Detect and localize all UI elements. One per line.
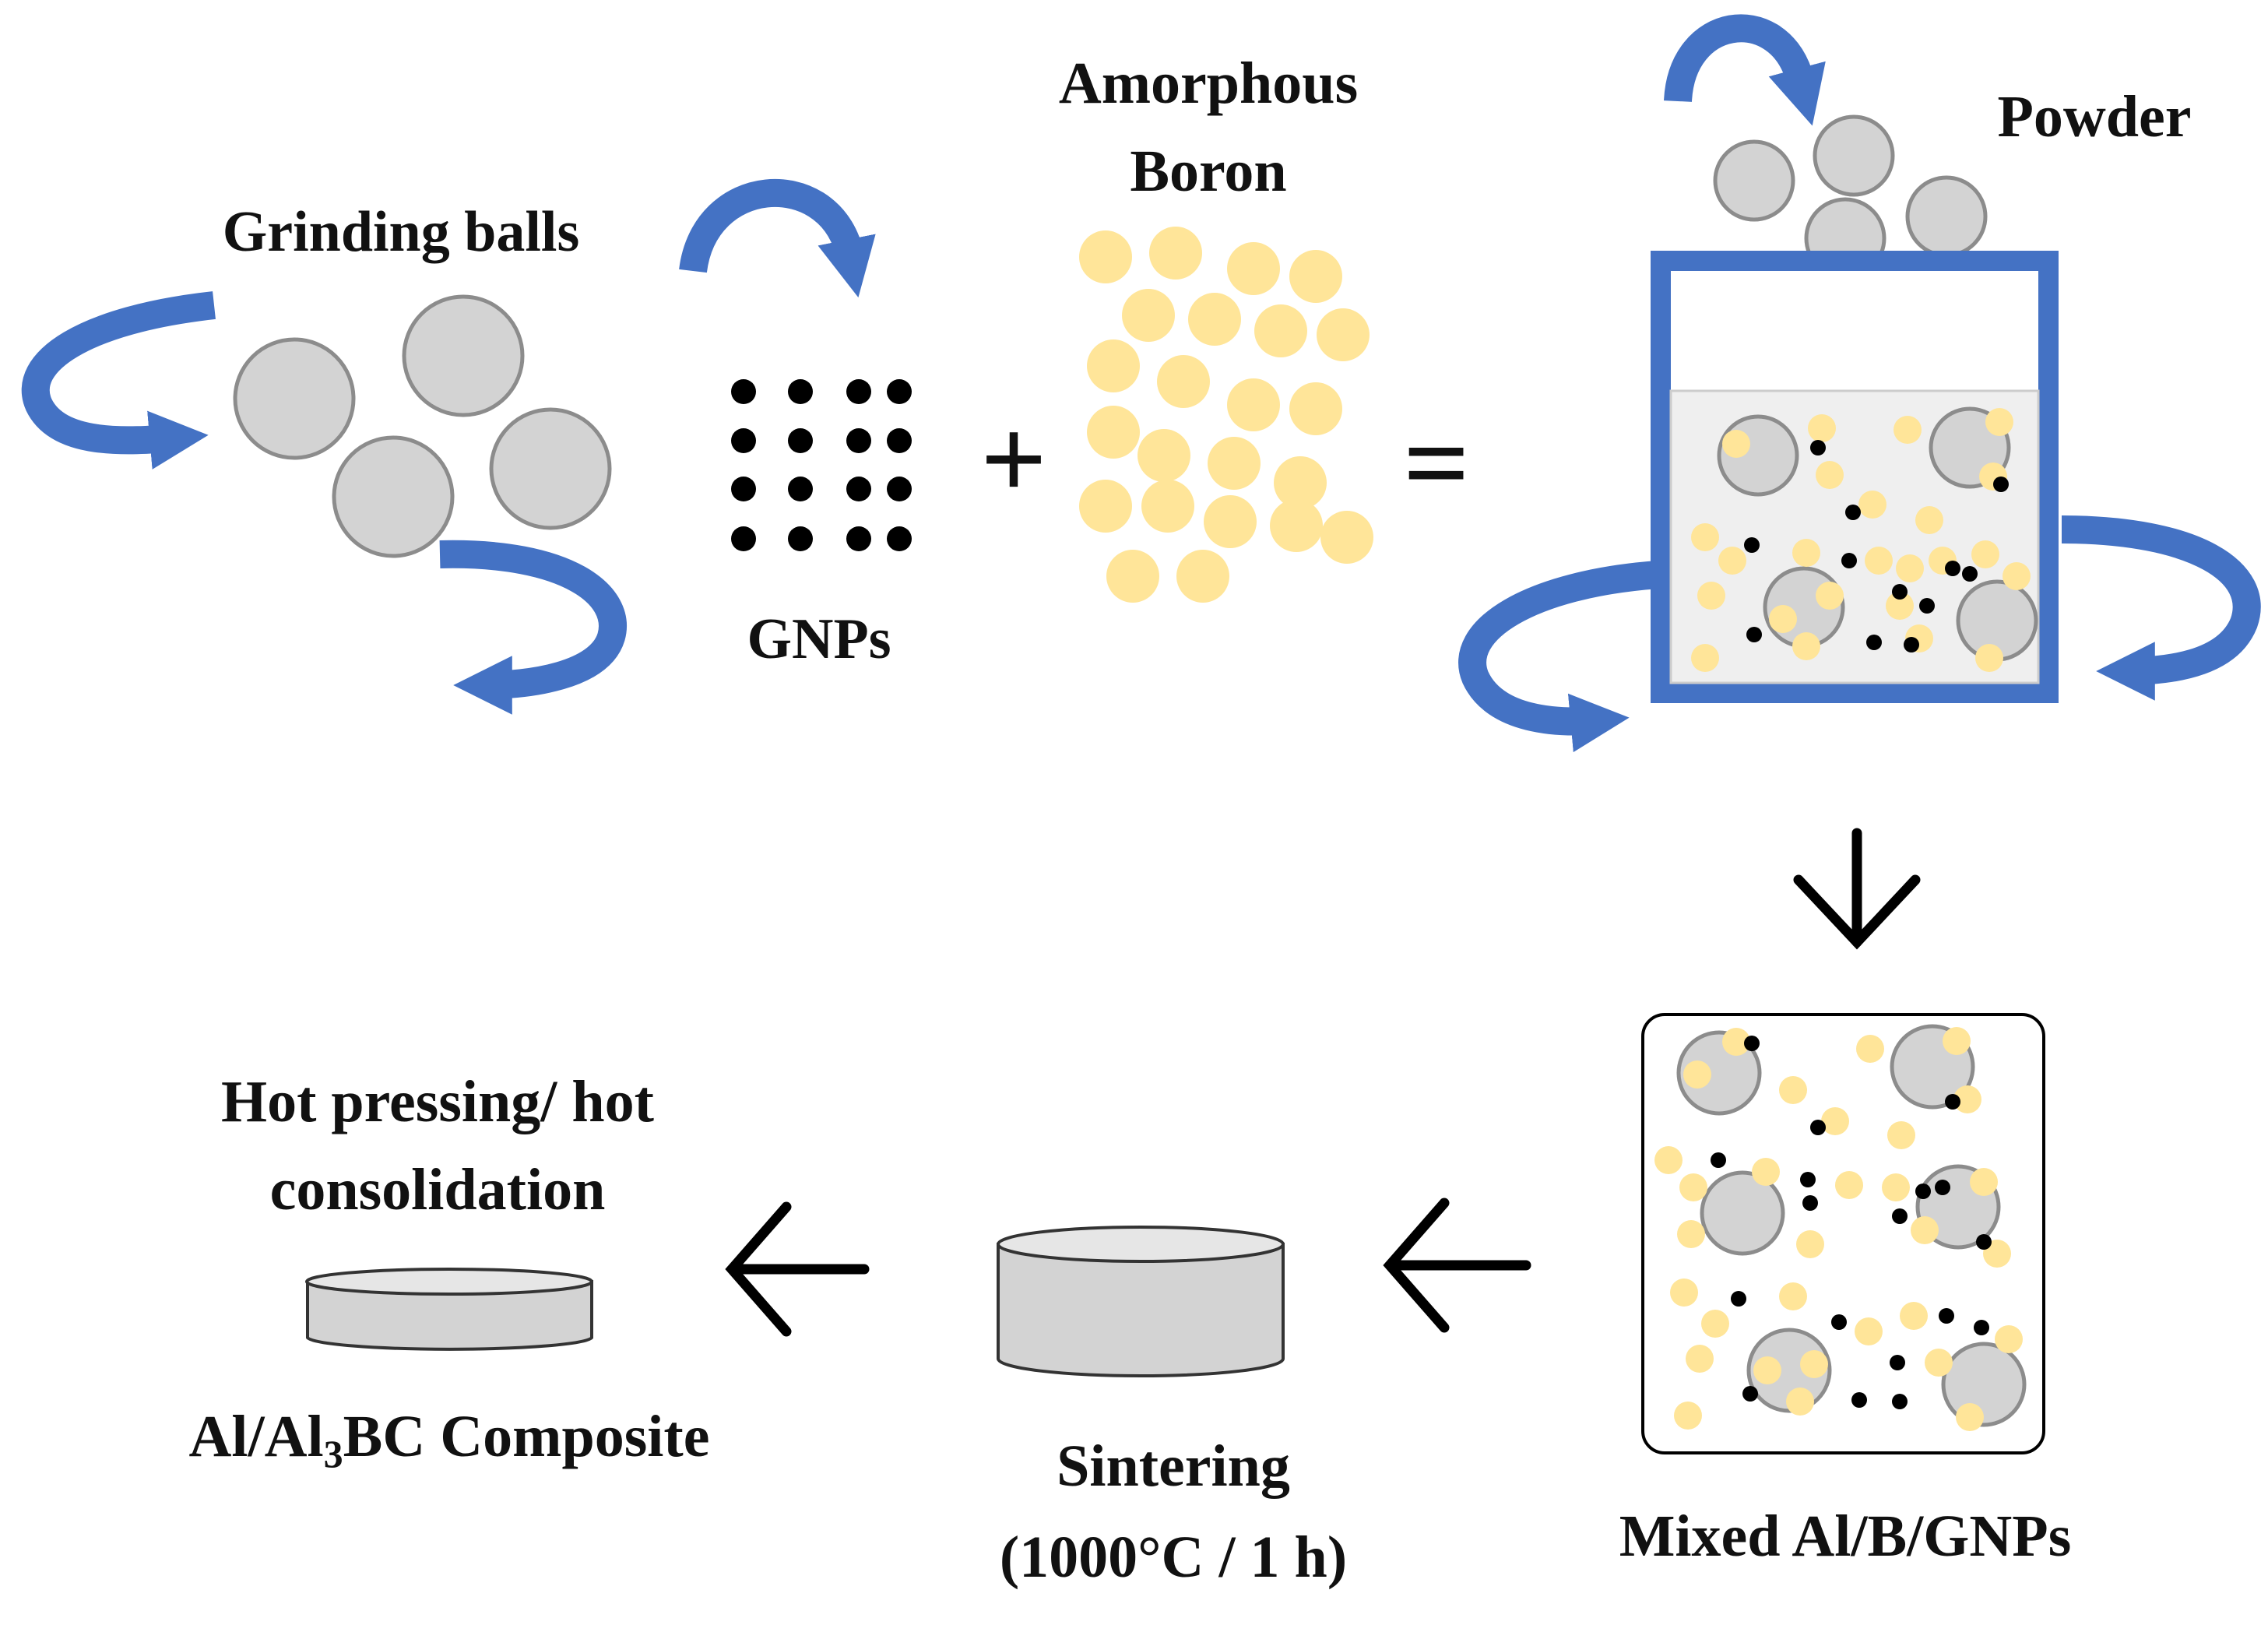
plus-sign: + [980, 395, 1046, 524]
sintering-label: Sintering [1057, 1433, 1290, 1499]
grinding-ball [402, 294, 525, 417]
left-arrow-icon [1383, 1198, 1531, 1333]
composite-disc [305, 1268, 593, 1351]
equals-sign: = [1403, 399, 1469, 528]
left-arrow-icon [725, 1201, 870, 1337]
gnp-dot-grid [731, 379, 912, 551]
consolidation-label: consolidation [270, 1157, 606, 1222]
composite-label: Al/Al3BC Composite [189, 1404, 710, 1475]
amorphous-label: Amorphous [1059, 51, 1358, 116]
rotation-arrow-icon [439, 540, 627, 715]
rotation-arrows-jar [1458, 14, 2261, 753]
gnps-label: GNPs [747, 607, 891, 671]
rotation-arrows-left [21, 178, 876, 715]
boron-label: Boron [1130, 139, 1286, 204]
grinding-ball [489, 407, 612, 530]
sintering-cylinder [997, 1226, 1285, 1377]
mixed-label: Mixed Al/B/GNPs [1619, 1504, 2072, 1569]
grinding-balls [233, 294, 612, 558]
rotation-arrow-icon [1458, 561, 1660, 753]
powder-label: Powder [1997, 84, 2191, 149]
ball-mill-jar [1651, 251, 2059, 703]
boron-particles [1079, 227, 1373, 603]
grinding-ball [332, 435, 455, 558]
curved-arrow-icon [1664, 14, 1826, 126]
rotation-arrow-icon [2061, 515, 2261, 701]
curved-arrow-icon [679, 178, 876, 298]
grinding-ball [233, 337, 356, 460]
hot-pressing-label: Hot pressing/ hot [221, 1069, 654, 1134]
down-arrow-icon [1793, 828, 1921, 950]
mixed-powder-box [1641, 1013, 2045, 1454]
rotation-arrow-icon [21, 291, 216, 470]
sintering-conditions: (1000°C / 1 h) [1000, 1525, 1347, 1590]
grinding-balls-label: Grinding balls [223, 200, 580, 264]
